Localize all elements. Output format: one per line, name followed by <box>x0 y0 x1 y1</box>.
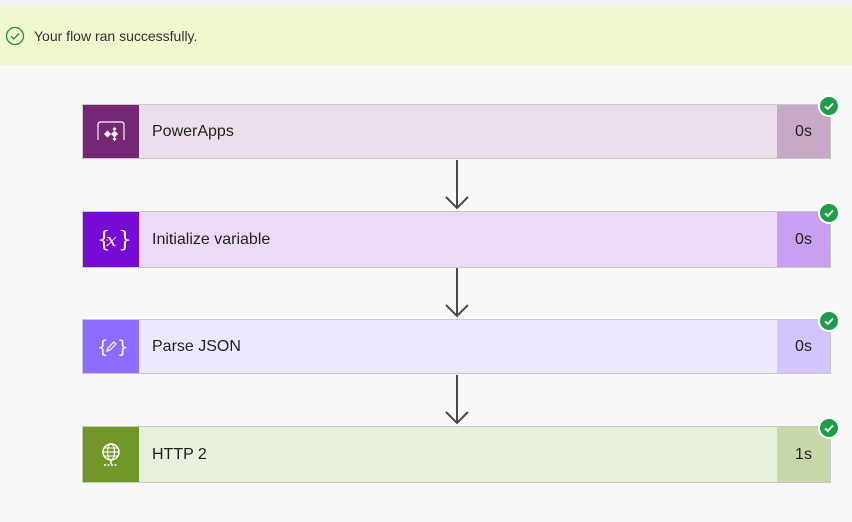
variable-icon: { { } x x <box>83 212 139 267</box>
succeeded-check-icon <box>818 95 840 117</box>
success-message: Your flow ran successfully. <box>34 27 198 44</box>
success-banner: Your flow ran successfully. <box>0 6 852 65</box>
step-card-initialize-variable[interactable]: { { } x x Initialize variable 0s <box>82 202 840 268</box>
svg-text:}: } <box>118 228 131 253</box>
step-card-parse-json[interactable]: { } Parse JSON 0s <box>82 310 840 374</box>
step-card-powerapps[interactable]: PowerApps 0s <box>82 95 840 159</box>
succeeded-check-icon <box>818 310 840 332</box>
svg-text:{: { <box>97 337 108 358</box>
step-title: HTTP 2 <box>152 445 207 463</box>
success-check-circle-icon <box>5 26 25 46</box>
powerapps-icon <box>83 105 139 158</box>
step-title: PowerApps <box>152 122 234 140</box>
step-title: Initialize variable <box>152 230 271 248</box>
succeeded-check-icon <box>818 202 840 224</box>
arrow-down-icon <box>445 268 469 318</box>
top-strip <box>0 0 852 6</box>
parse-json-icon: { } <box>83 320 139 373</box>
arrow-down-icon <box>445 160 469 210</box>
svg-text:x: x <box>107 230 117 251</box>
arrow-down-icon <box>445 375 469 425</box>
step-card-http-2[interactable]: HTTP 2 1s <box>82 417 840 483</box>
svg-text:{: { <box>97 228 111 253</box>
svg-text:}: } <box>117 337 127 358</box>
http-globe-icon <box>83 427 139 482</box>
succeeded-check-icon <box>818 417 840 439</box>
step-title: Parse JSON <box>152 337 241 355</box>
